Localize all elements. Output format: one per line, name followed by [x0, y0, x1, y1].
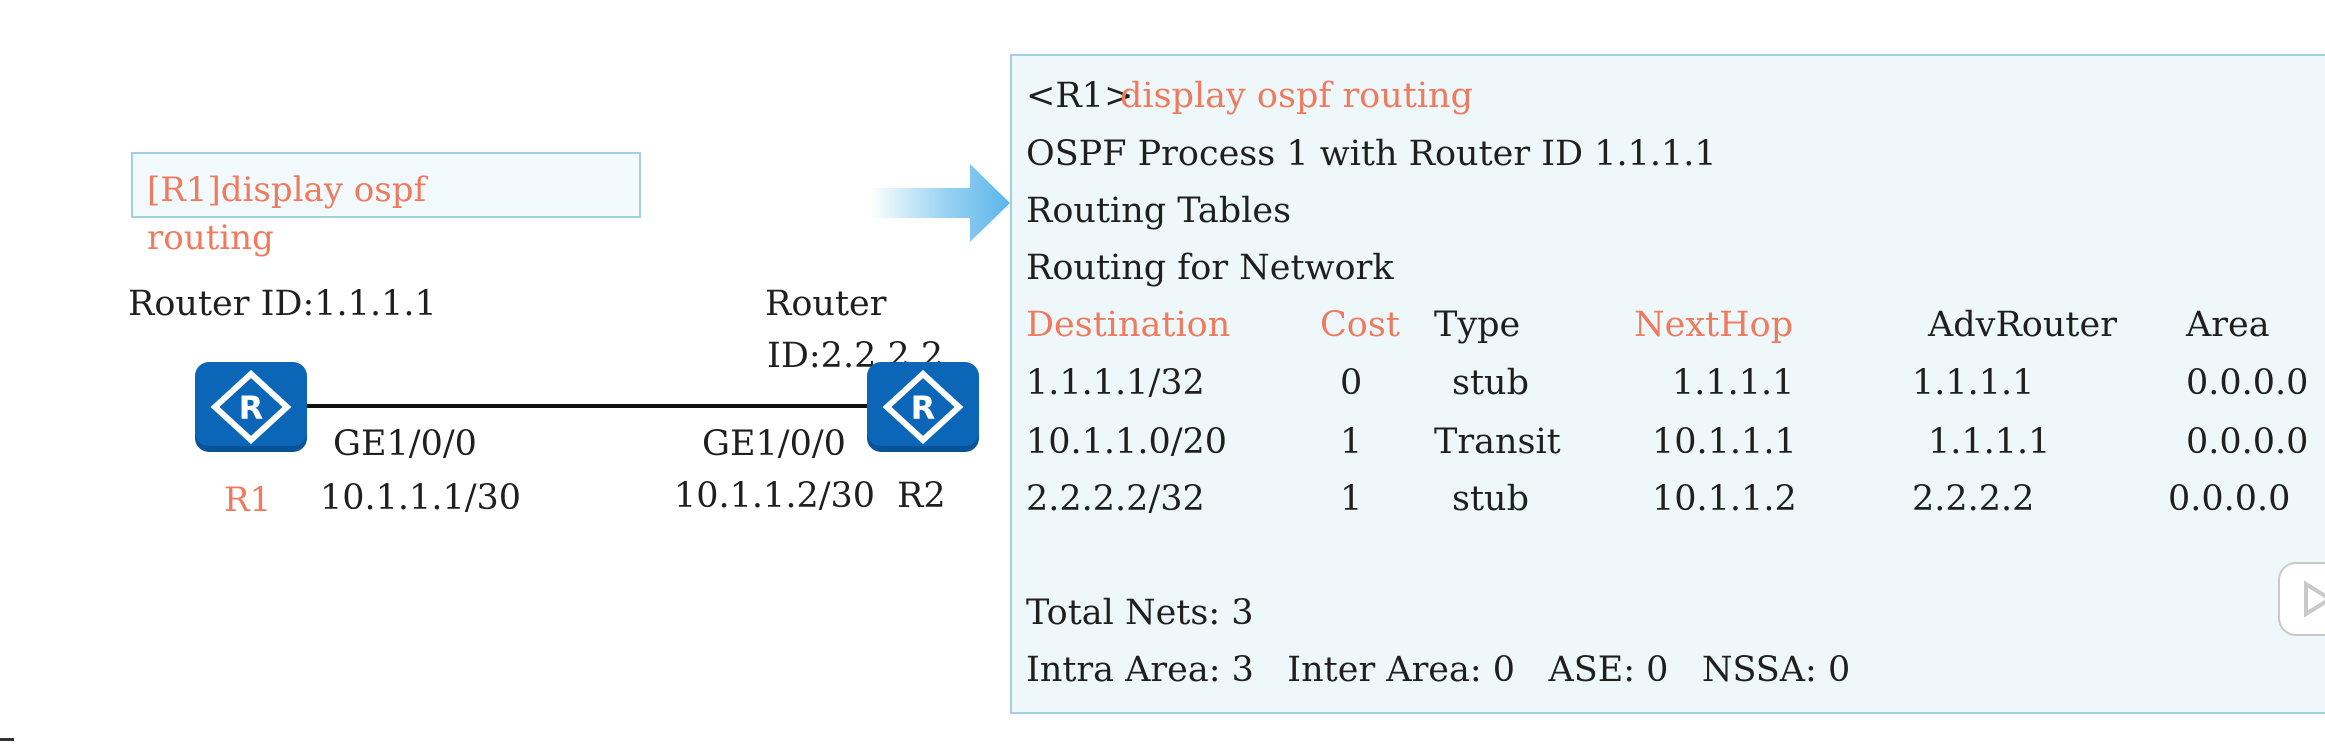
- header-destination: Destination: [1026, 305, 1231, 345]
- table-row-2-destination: 10.1.1.0/20: [1026, 422, 1228, 462]
- table-row-3-type: stub: [1452, 479, 1529, 519]
- play-button[interactable]: [2278, 562, 2325, 636]
- command-line-2: routing: [147, 218, 274, 258]
- header-type: Type: [1434, 305, 1521, 345]
- table-row-1-area: 0.0.0.0: [2186, 363, 2309, 403]
- table-row-1-destination: 1.1.1.1/32: [1026, 363, 1205, 403]
- router-r1-icon[interactable]: R: [195, 362, 307, 452]
- area-summary-line: Intra Area: 3 Inter Area: 0 ASE: 0 NSSA:…: [1026, 650, 1851, 690]
- table-row-2-type: Transit: [1434, 422, 1561, 462]
- table-row-1-cost: 0: [1340, 363, 1363, 403]
- header-cost: Cost: [1320, 305, 1400, 345]
- terminal-panel: [1010, 54, 2325, 714]
- table-row-1-type: stub: [1452, 363, 1529, 403]
- router-r2-icon[interactable]: R: [867, 362, 979, 452]
- terminal-command: display ospf routing: [1120, 76, 1473, 116]
- edge-mark: [0, 738, 14, 741]
- routing-for-network-line: Routing for Network: [1026, 248, 1394, 288]
- svg-text:R: R: [239, 389, 264, 427]
- table-row-1-advrouter: 1.1.1.1: [1912, 363, 2035, 403]
- routing-tables-line: Routing Tables: [1026, 191, 1292, 231]
- table-row-3-nexthop: 10.1.1.2: [1652, 479, 1797, 519]
- terminal-prompt: <R1>: [1026, 76, 1134, 116]
- total-nets-line: Total Nets: 3: [1026, 593, 1254, 633]
- r2-interface: GE1/0/0: [702, 424, 846, 464]
- r1-router-id: Router ID:1.1.1.1: [128, 284, 437, 324]
- r2-ip: 10.1.1.2/30: [674, 476, 876, 516]
- r1-interface: GE1/0/0: [333, 424, 477, 464]
- r1-name: R1: [224, 480, 272, 520]
- arrow-right-icon: [870, 160, 1010, 250]
- r2-name: R2: [897, 476, 946, 516]
- table-row-3-destination: 2.2.2.2/32: [1026, 479, 1205, 519]
- table-row-3-advrouter: 2.2.2.2: [1912, 479, 2035, 519]
- table-row-2-nexthop: 10.1.1.1: [1652, 422, 1797, 462]
- table-row-3-cost: 1: [1340, 479, 1363, 519]
- play-icon: [2304, 580, 2325, 618]
- r1-ip: 10.1.1.1/30: [320, 478, 522, 518]
- svg-text:R: R: [911, 389, 936, 427]
- header-advrouter: AdvRouter: [1928, 305, 2117, 345]
- header-nexthop: NextHop: [1634, 305, 1794, 345]
- table-row-2-cost: 1: [1340, 422, 1363, 462]
- table-row-2-area: 0.0.0.0: [2186, 422, 2309, 462]
- command-box: [131, 152, 641, 218]
- process-line: OSPF Process 1 with Router ID 1.1.1.1: [1026, 134, 1717, 174]
- header-area: Area: [2186, 305, 2270, 345]
- table-row-1-nexthop: 1.1.1.1: [1672, 363, 1795, 403]
- r2-router-id-line1: Router: [765, 284, 887, 324]
- command-line-1: [R1]display ospf: [147, 170, 427, 210]
- table-row-2-advrouter: 1.1.1.1: [1928, 422, 2051, 462]
- link-line: [300, 404, 875, 408]
- table-row-3-area: 0.0.0.0: [2168, 479, 2291, 519]
